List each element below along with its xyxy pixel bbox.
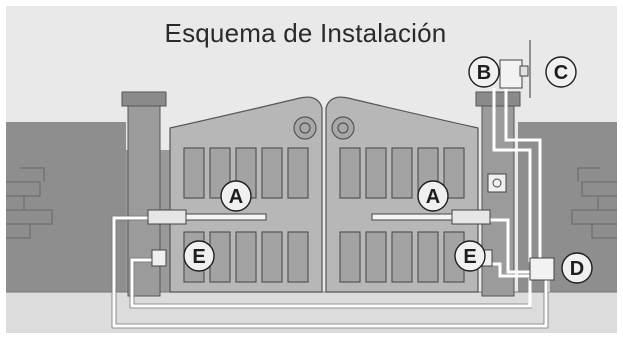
wall-left	[6, 122, 126, 292]
cables	[112, 88, 550, 328]
callout-a-left: A	[220, 180, 252, 212]
callout-a-right: A	[417, 180, 449, 212]
callout-b: B	[468, 56, 500, 88]
callout-c: C	[545, 56, 577, 88]
actuator-right	[371, 209, 491, 225]
actuator-left	[147, 209, 267, 225]
callout-d: D	[561, 252, 593, 284]
callout-e-right: E	[454, 240, 486, 272]
flashing-lamp	[499, 59, 529, 89]
bricks-right	[571, 167, 617, 239]
callout-c-label: C	[554, 62, 568, 84]
callout-d-label: D	[570, 258, 584, 280]
callout-b-label: B	[477, 62, 491, 84]
diagram-title: Esquema de Instalación	[164, 18, 447, 48]
callout-a-left-label: A	[229, 186, 243, 208]
callout-a-right-label: A	[426, 186, 440, 208]
bricks-left	[6, 167, 53, 239]
key-selector	[487, 173, 507, 193]
callout-e-right-label: E	[463, 246, 476, 268]
control-unit	[529, 257, 555, 281]
callout-e-left-label: E	[192, 246, 205, 268]
callout-e-left: E	[183, 240, 215, 272]
photocell-left	[151, 249, 167, 267]
